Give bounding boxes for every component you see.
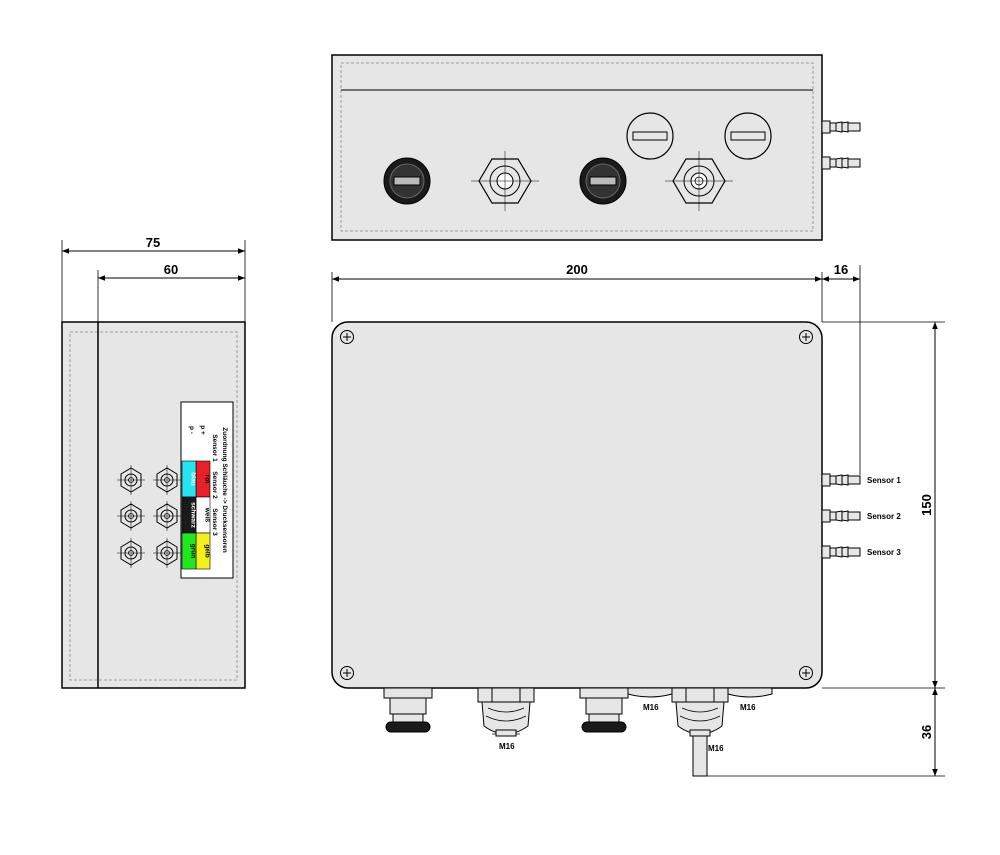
- screw-icon: [340, 666, 354, 680]
- sensor-label-3: Sensor 3: [867, 548, 901, 557]
- plate-cell: grün: [181, 532, 197, 570]
- plate-cell: schwarz: [181, 496, 197, 534]
- gland-label-top-left: M16: [643, 703, 659, 712]
- plate-header-sensor-2: Sensor 2: [211, 471, 218, 499]
- sensor-label-2: Sensor 2: [867, 512, 901, 521]
- screw-icon: [799, 330, 813, 344]
- top-view: [331, 54, 861, 241]
- top-view-lid-outline: [340, 62, 814, 232]
- dim-front-width: 200: [566, 262, 588, 277]
- gland-label-bottom-left: M16: [499, 742, 515, 751]
- blind-plug-icon: [724, 112, 772, 160]
- cable-gland-icon: [471, 151, 539, 211]
- dim-gland-height: 36: [919, 725, 934, 739]
- plate-cell: rot: [195, 460, 211, 498]
- plate-cell-grid: rot weiß gelb blau schwarz grün: [181, 460, 211, 570]
- plate-row-label-positive: p +: [199, 425, 206, 435]
- screw-icon: [799, 666, 813, 680]
- plate-cell-label: blau: [190, 472, 197, 485]
- hose-assignment-plate: Zuordnung Schläuche -> Drucksensoren Sen…: [180, 401, 234, 579]
- cable-gland-icon: [665, 151, 733, 211]
- hose-fitting-icon: [821, 473, 861, 487]
- blind-plug-icon: [626, 112, 674, 160]
- sensor-label-1: Sensor 1: [867, 476, 901, 485]
- rear-plug-right: [727, 687, 773, 698]
- bottom-cable-gland-right: [671, 687, 729, 777]
- dimension-lines: 75 60 200 16 150 36: [61, 235, 945, 777]
- bottom-connector-left: [383, 687, 433, 733]
- gland-label-top-right: M16: [740, 703, 756, 712]
- gland-label-bottom-right: M16: [708, 744, 724, 753]
- connector-cap-icon: [579, 157, 627, 205]
- hose-fitting-icon: [821, 509, 861, 523]
- plate-cell: gelb: [195, 532, 211, 570]
- side-view-lid-outline: [69, 331, 238, 681]
- plate-cell-label: grün: [190, 544, 197, 558]
- bottom-connector-right: [579, 687, 629, 733]
- side-view: Zuordnung Schläuche -> Drucksensoren Sen…: [61, 321, 246, 689]
- plate-cell-label: gelb: [204, 544, 211, 557]
- plate-row-label-negative: p -: [188, 426, 195, 434]
- front-view: Sensor 1 Sensor 2 Sensor 3 M16: [331, 321, 901, 777]
- plate-cell: weiß: [195, 496, 211, 534]
- dim-fitting-protrusion: 16: [834, 262, 848, 277]
- front-view-lid: [331, 321, 823, 689]
- plate-cell-label: schwarz: [190, 502, 197, 528]
- hose-fitting-icon: [821, 120, 861, 134]
- hose-fitting-icon: [821, 156, 861, 170]
- connector-cap-icon: [383, 157, 431, 205]
- dim-side-depth-inner: 60: [164, 262, 178, 277]
- rear-plug-left: [627, 687, 673, 698]
- plate-cell-label: rot: [204, 475, 211, 485]
- plate-cell: blau: [181, 460, 197, 498]
- dim-side-depth-total: 75: [146, 235, 160, 250]
- plate-header-sensor-1: Sensor 1: [211, 434, 218, 462]
- plate-cell-label: weiß: [204, 507, 211, 522]
- dim-front-height: 150: [919, 494, 934, 516]
- screw-icon: [340, 330, 354, 344]
- hose-fitting-icon: [821, 545, 861, 559]
- plate-title: Zuordnung Schläuche -> Drucksensoren: [221, 427, 228, 553]
- bottom-cable-gland-left: [477, 687, 535, 737]
- plate-header-sensor-3: Sensor 3: [211, 508, 218, 536]
